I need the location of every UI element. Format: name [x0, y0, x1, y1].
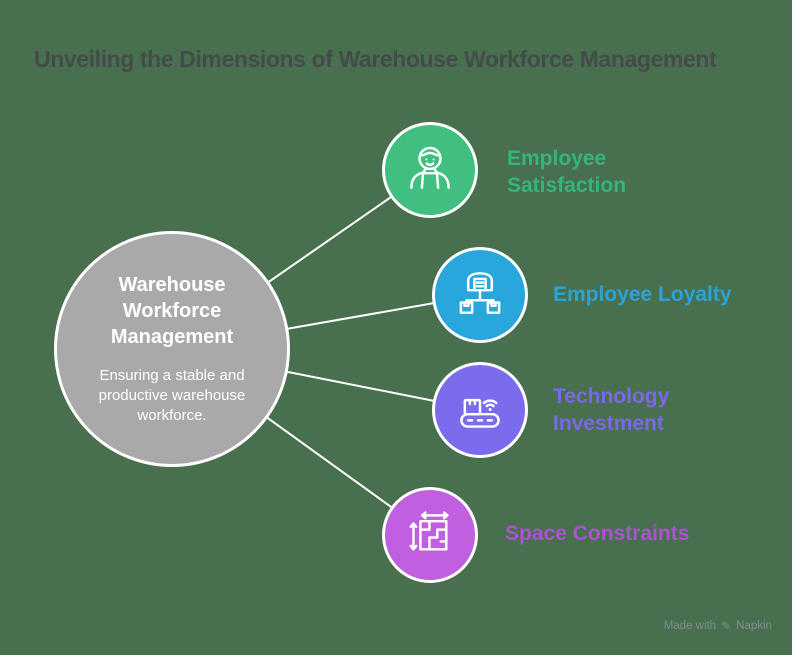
label-space-constraints: Space Constraints: [505, 522, 690, 545]
floor-plan-icon: [403, 506, 457, 565]
conveyor-wifi-icon: [453, 381, 507, 440]
pen-icon: ✎: [721, 619, 732, 633]
page-title: Unveiling the Dimensions of Warehouse Wo…: [34, 46, 717, 72]
watermark-prefix: Made with: [663, 620, 717, 632]
warehouse-distribution-icon: [453, 266, 507, 325]
node-circle-space-constraints: [382, 487, 478, 583]
worker-icon: [403, 141, 457, 200]
label-technology-investment: Technology Investment: [553, 385, 670, 435]
label-employee-loyalty: Employee Loyalty: [553, 283, 732, 306]
hub-heading: Warehouse Workforce Management: [110, 273, 234, 349]
label-employee-satisfaction: Employee Satisfaction: [507, 147, 627, 197]
hub-circle: Warehouse Workforce Management Ensuring …: [54, 231, 290, 467]
node-circle-employee-satisfaction: [382, 122, 478, 218]
node-circle-technology-investment: [432, 362, 528, 458]
hub-description: Ensuring a stable and productive warehou…: [98, 366, 246, 425]
watermark: Made with ✎ Napkin: [664, 619, 772, 633]
node-circle-employee-loyalty: [432, 247, 528, 343]
watermark-brand: Napkin: [736, 620, 772, 632]
